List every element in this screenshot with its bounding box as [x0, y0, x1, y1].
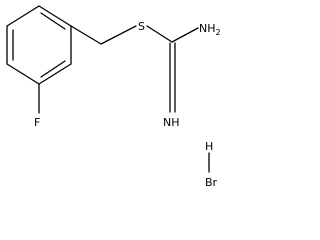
fluorine-label: F — [34, 116, 40, 129]
ring-bond-top-left — [6, 5, 40, 27]
ring-bond-bottom-left — [6, 63, 40, 85]
structure-diagram: F S NH2 NH H Br — [6, 5, 221, 189]
ring-bond-top-right — [38, 5, 72, 27]
bromine-label: Br — [205, 176, 218, 189]
c-nh2-bond — [171, 27, 199, 43]
ring-double-bond-top-right — [40, 12, 66, 30]
ring-double-bond-bottom-right — [40, 60, 66, 78]
ring-bond-bottom-right — [38, 63, 72, 85]
imine-label: NH — [163, 116, 180, 129]
s-c-bond — [146, 25, 173, 43]
sulfur-label: S — [138, 20, 145, 33]
ring-ch2-bond — [70, 25, 102, 45]
amine-label: NH2 — [199, 22, 221, 37]
benzene-ring — [6, 5, 72, 85]
hydrogen-label: H — [205, 140, 213, 153]
ch2-s-bond — [100, 25, 137, 45]
